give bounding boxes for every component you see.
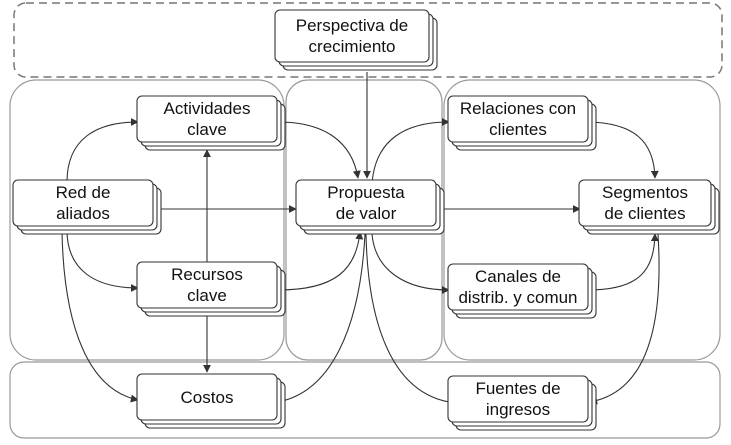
arrow-recursos-propuesta	[277, 231, 364, 291]
arrow-canales-segmentos	[587, 233, 659, 291]
box-fuentes	[447, 375, 589, 423]
line-fuentes-propuesta	[365, 233, 450, 403]
segmentos-line-1: Segmentos	[602, 183, 688, 202]
arrow-propuesta-relaciones	[371, 118, 450, 185]
box-red	[12, 179, 154, 227]
node-relaciones: Relaciones con clientes	[448, 96, 588, 142]
line-costos-propuesta	[277, 233, 366, 403]
bottom-region	[9, 361, 721, 439]
box-costos	[136, 373, 278, 421]
propuesta-line-1: Propuesta	[327, 183, 405, 202]
node-boxes	[12, 9, 720, 431]
left-region	[9, 79, 285, 361]
box-actividades	[136, 95, 278, 143]
node-costos: Costos	[137, 374, 277, 420]
recursos-line-1: Recursos	[171, 265, 243, 284]
growth-region-dashed	[13, 2, 723, 78]
box-propuesta	[295, 179, 437, 227]
node-propuesta: Propuesta de valor	[296, 180, 436, 226]
node-perspectiva: Perspectiva de crecimiento	[275, 10, 429, 62]
canales-line-1: Canales de	[474, 267, 561, 286]
red-line-2: aliados	[56, 204, 110, 223]
propuesta-line-2: de valor	[335, 204, 397, 223]
recursos-line-2: clave	[187, 286, 227, 305]
relaciones-line-2: clientes	[489, 120, 547, 139]
actividades-line-1: Actividades	[163, 99, 251, 118]
box-segmentos	[578, 179, 712, 227]
node-fuentes: Fuentes de ingresos	[448, 376, 588, 422]
arrow-propuesta-canales	[371, 233, 450, 294]
arrow-segmentos-fuentes	[589, 233, 660, 405]
fuentes-line-2: ingresos	[485, 400, 551, 419]
node-actividades: Actividades clave	[137, 96, 277, 142]
actividades-line-2: clave	[187, 120, 227, 139]
segmentos-line-2: de clientes	[604, 204, 686, 223]
canales-line-2: distrib. y comun	[458, 288, 578, 307]
perspectiva-line-2: crecimiento	[308, 37, 396, 56]
box-canales	[447, 263, 589, 311]
red-line-1: Red de	[55, 183, 111, 202]
node-canales: Canales de distrib. y comun	[448, 264, 588, 310]
arrow-red-recursos	[66, 229, 139, 292]
node-red: Red de aliados	[13, 180, 153, 226]
box-relaciones	[447, 95, 589, 143]
arrow-red-costos	[61, 231, 139, 403]
arrow-actividades-propuesta	[277, 121, 361, 179]
perspectiva-line-1: Perspectiva de	[295, 16, 409, 35]
costos-line-1: Costos	[180, 387, 234, 407]
arrow-red-actividades	[66, 118, 139, 183]
box-perspectiva	[274, 9, 430, 63]
relaciones-line-1: Relaciones con	[459, 99, 577, 118]
box-recursos	[136, 261, 278, 309]
fuentes-line-1: Fuentes de	[475, 379, 561, 398]
node-segmentos: Segmentos de clientes	[579, 180, 711, 226]
arrow-relaciones-segmentos	[584, 121, 659, 179]
node-recursos: Recursos clave	[137, 262, 277, 308]
